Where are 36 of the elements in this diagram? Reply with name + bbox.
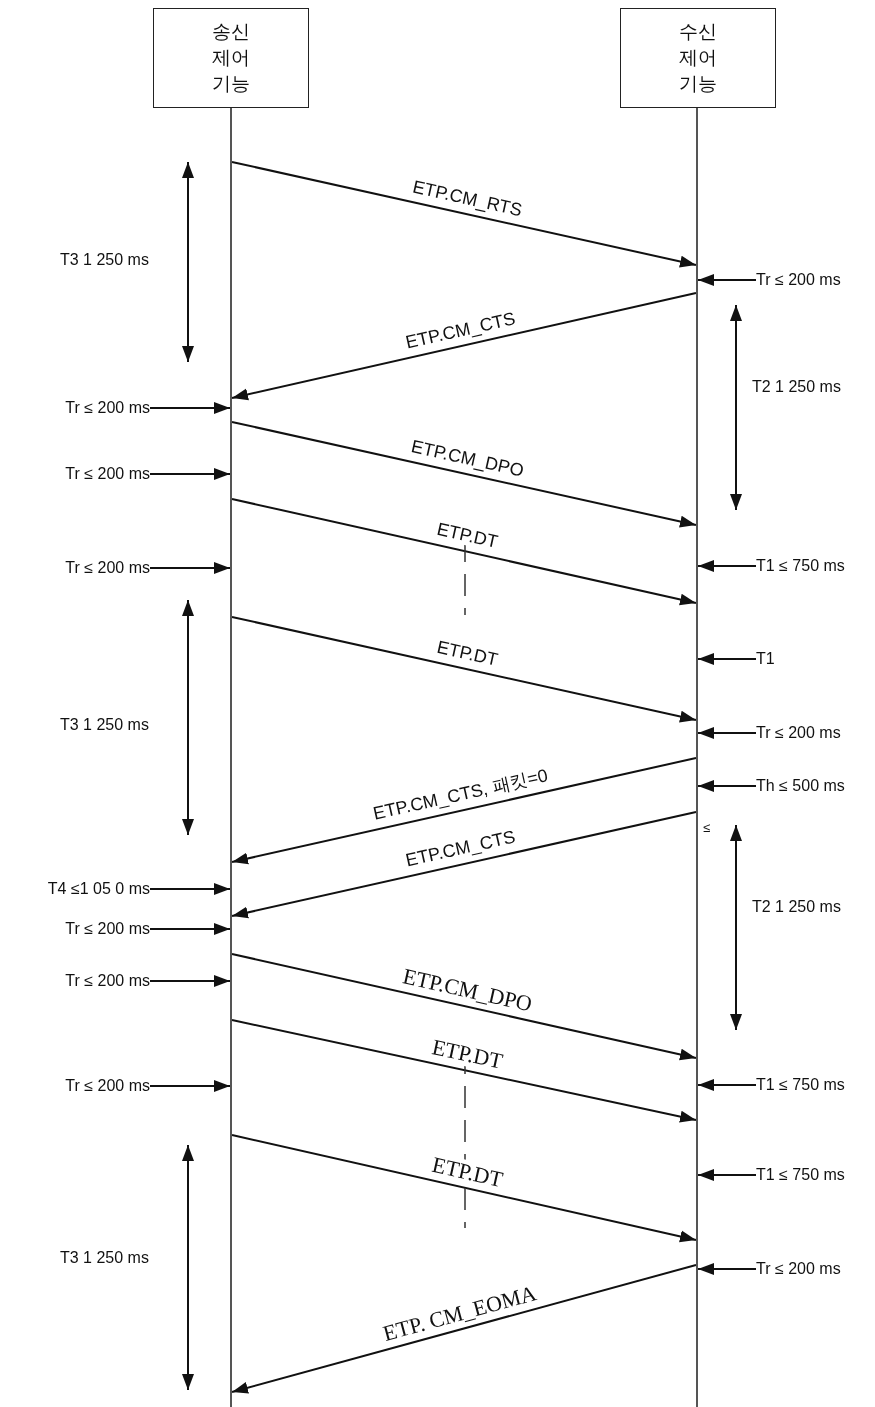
message-arrow	[231, 421, 697, 528]
message-arrow	[231, 757, 697, 865]
arrow	[697, 274, 757, 286]
arrow	[697, 780, 757, 792]
message-arrow	[231, 161, 697, 268]
message-arrow	[231, 811, 697, 919]
arrow	[697, 560, 757, 572]
message-arrow	[231, 1134, 697, 1243]
arrow	[149, 923, 231, 935]
arrow	[149, 402, 231, 414]
timing-label: T3 1 250 ms	[60, 1248, 149, 1268]
timing-label: ≤	[703, 819, 711, 837]
message-arrow	[231, 953, 697, 1061]
arrow	[149, 562, 231, 574]
arrow	[149, 1080, 231, 1092]
arrow	[697, 1263, 757, 1275]
arrow	[149, 975, 231, 987]
arrow	[697, 653, 757, 665]
participant-box: 수신 제어 기능	[620, 8, 776, 108]
lifeline	[696, 108, 698, 1407]
arrow	[697, 1169, 757, 1181]
message-arrow	[231, 1019, 697, 1123]
message-arrow	[231, 292, 697, 401]
timing-label: T3 1 250 ms	[60, 250, 149, 270]
timing-label: T3 1 250 ms	[60, 715, 149, 735]
arrow	[697, 1079, 757, 1091]
arrow	[149, 883, 231, 895]
message-arrow	[231, 498, 697, 606]
message-arrow	[231, 1264, 697, 1394]
timing-label: T2 1 250 ms	[752, 377, 841, 397]
arrow	[697, 727, 757, 739]
participant-box: 송신 제어 기능	[153, 8, 309, 108]
arrow	[149, 468, 231, 480]
message-arrow	[231, 616, 697, 723]
timing-label: T2 1 250 ms	[752, 897, 841, 917]
lifeline	[230, 108, 232, 1407]
